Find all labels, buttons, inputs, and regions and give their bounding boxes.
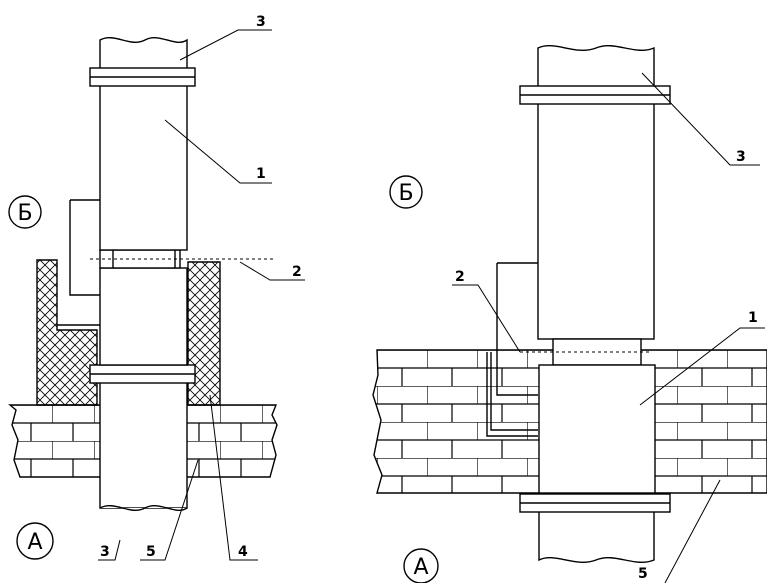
right-view xyxy=(372,44,767,583)
right-view-a-marker: А xyxy=(403,548,439,583)
right-callout-2: 2 xyxy=(455,269,465,285)
left-callout-1: 1 xyxy=(256,166,266,182)
left-callout-5: 5 xyxy=(146,544,156,560)
left-callout-3-bottom: 3 xyxy=(100,544,110,560)
right-callout-1: 1 xyxy=(748,310,758,326)
right-view-a-letter: А xyxy=(413,555,428,580)
right-upper-pipe xyxy=(537,100,655,340)
right-callout-5: 5 xyxy=(638,566,648,582)
left-callout-4: 4 xyxy=(238,544,248,560)
left-view xyxy=(8,29,305,561)
right-lower-pipe xyxy=(538,364,656,494)
left-lower-pipe xyxy=(99,379,188,509)
left-upper-pipe xyxy=(99,82,188,251)
right-pipe-joint xyxy=(552,338,642,366)
left-view-a-marker: А xyxy=(16,522,54,560)
left-insulation-sleeve xyxy=(36,259,98,406)
right-view-b-letter: Б xyxy=(398,181,413,206)
left-insulation-sleeve-right xyxy=(187,261,221,406)
right-view-b-marker: Б xyxy=(389,175,423,209)
right-callout-3: 3 xyxy=(736,149,746,165)
left-view-b-letter: Б xyxy=(17,201,32,226)
left-view-a-letter: А xyxy=(27,530,42,555)
left-view-b-marker: Б xyxy=(8,195,42,229)
left-callout-3-top: 3 xyxy=(256,14,266,30)
left-callout-2: 2 xyxy=(292,264,302,280)
left-middle-pipe xyxy=(99,267,188,366)
